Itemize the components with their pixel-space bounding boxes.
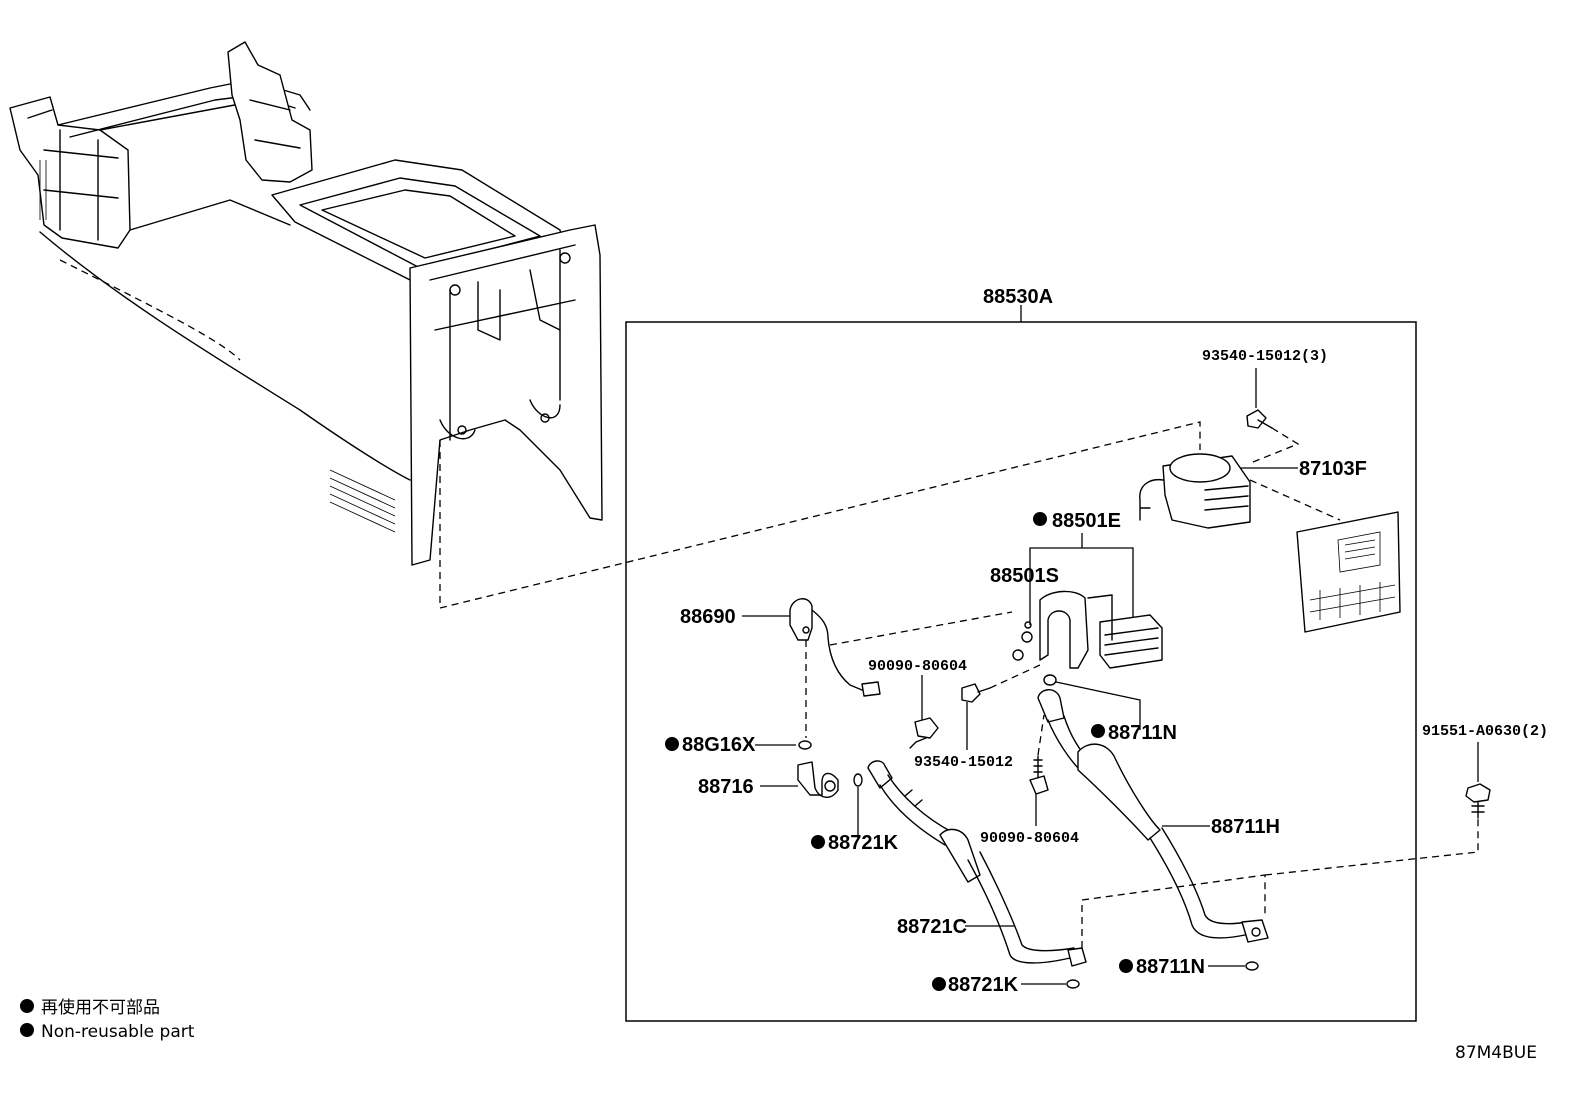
bolt-mid-icon: [961, 683, 991, 703]
label-88711N-upper: 88711N: [1108, 722, 1177, 744]
oring-88711N-upper-icon: [1043, 674, 1057, 686]
legend-text-jp: 再使用不可部品: [41, 997, 160, 1018]
non-reusable-marker-88G16X: [665, 737, 679, 751]
label-93540-15012-mid: 93540-15012: [914, 754, 1013, 771]
pipe-88721C-icon: [867, 760, 1087, 967]
grille-panel-icon: [1296, 511, 1401, 633]
label-88501S: 88501S: [990, 565, 1059, 587]
legend: 再使用不可部品 Non-reusable part: [20, 997, 195, 1042]
pipe-88716-icon: [797, 761, 839, 798]
pipe-88711H-icon: [1037, 689, 1269, 943]
label-88501E: 88501E: [1052, 510, 1121, 532]
console-link-line: [439, 421, 1201, 609]
diagram-code: 87M4BUE: [1455, 1043, 1537, 1063]
non-reusable-marker-88721K-upper: [811, 835, 825, 849]
label-90090-80604-lower: 90090-80604: [980, 830, 1079, 847]
label-88G16X: 88G16X: [682, 734, 756, 756]
non-reusable-marker-88721K-lower: [932, 977, 946, 991]
oring-88721K-upper-icon: [853, 773, 863, 787]
legend-marker-en: [20, 1023, 34, 1037]
oring-88721K-lower-icon: [1066, 979, 1080, 989]
label-91551-A0630-2: 91551-A0630(2): [1422, 723, 1548, 740]
legend-text-en: Non-reusable part: [41, 1022, 195, 1042]
clip-upper-icon: [909, 717, 939, 749]
label-90090-80604-upper: 90090-80604: [868, 658, 967, 675]
thermistor-icon: [789, 598, 881, 697]
bolt-91551-icon: [1465, 783, 1491, 819]
assembly-label: 88530A: [983, 286, 1053, 308]
legend-marker-jp: [20, 999, 34, 1013]
label-88716: 88716: [698, 776, 754, 798]
label-88711H: 88711H: [1211, 816, 1280, 838]
label-87103F: 87103F: [1299, 458, 1367, 480]
oring-88G16X-icon: [798, 740, 812, 750]
label-88721C: 88721C: [897, 916, 967, 938]
clip-lower-icon: [1029, 755, 1049, 795]
non-reusable-marker-88711N-upper: [1091, 724, 1105, 738]
label-88711N-lower: 88711N: [1136, 956, 1205, 978]
label-88721K-upper: 88721K: [828, 832, 899, 854]
label-93540-15012-3: 93540-15012(3): [1202, 348, 1328, 365]
non-reusable-marker-88711N-lower: [1119, 959, 1133, 973]
label-88690: 88690: [680, 606, 736, 628]
blower-motor-icon: [1139, 453, 1251, 529]
evaporator-unit-icon: [1012, 590, 1163, 669]
assembly-frame: [625, 321, 1417, 1022]
label-88721K-lower: 88721K: [948, 974, 1019, 996]
oring-88711N-lower-icon: [1245, 961, 1259, 971]
bolt-top-icon: [1246, 409, 1300, 463]
non-reusable-marker-88501E: [1033, 512, 1047, 526]
console-box-illustration: [9, 41, 603, 608]
